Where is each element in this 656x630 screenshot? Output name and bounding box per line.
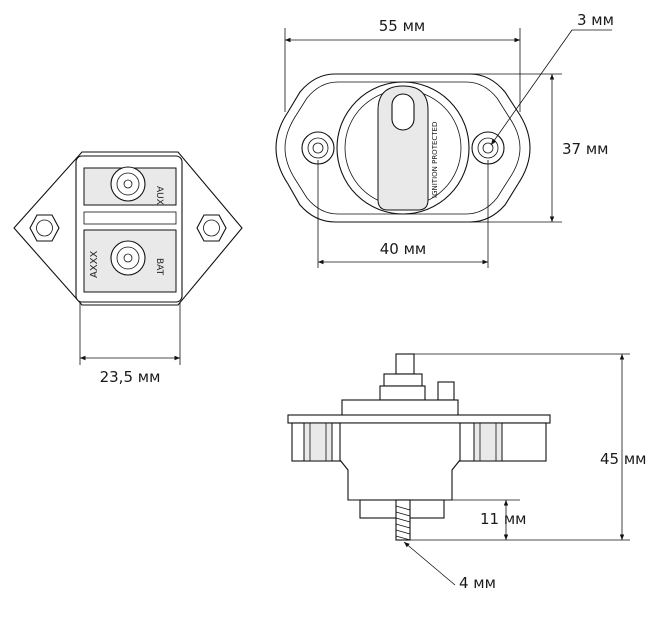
aux-label: AUX [154, 186, 164, 205]
dim-stud-diameter: 4 мм [459, 574, 496, 592]
side-stud [395, 499, 411, 541]
front-left-mount-hole [29, 214, 60, 242]
dim-width-small: 23,5 мм [100, 368, 161, 386]
side-top-knob [395, 353, 415, 375]
front-view: AUX BAT AXXX 23,5 мм [13, 151, 243, 386]
dim-hole-diameter: 3 мм [577, 11, 614, 29]
side-left-screw [303, 422, 333, 462]
dim-hole-spacing: 40 мм [380, 240, 427, 258]
aux-terminal-stud [110, 166, 146, 202]
dim-stud-length: 11 мм [480, 510, 527, 528]
dim-height-total: 45 мм [600, 450, 647, 468]
bat-terminal-stud [110, 240, 146, 276]
top-lever [377, 85, 429, 211]
top-right-mount-hole [471, 131, 505, 165]
ignition-label: IGNITION PROTECTED [431, 122, 439, 198]
side-view: 45 мм 11 мм 4 мм [287, 353, 647, 592]
front-right-mount-hole [196, 214, 227, 242]
side-right-screw [473, 422, 503, 462]
dim-width-overall: 55 мм [379, 17, 426, 35]
top-view: IGNITION PROTECTED 55 мм 40 мм 37 мм 3 [275, 11, 614, 268]
side-lower-body [339, 422, 461, 501]
dim-height-plate: 37 мм [562, 140, 609, 158]
top-left-mount-hole [301, 131, 335, 165]
side-flange [287, 414, 551, 424]
bat-label: BAT [154, 258, 164, 276]
model-label: AXXX [89, 250, 100, 278]
